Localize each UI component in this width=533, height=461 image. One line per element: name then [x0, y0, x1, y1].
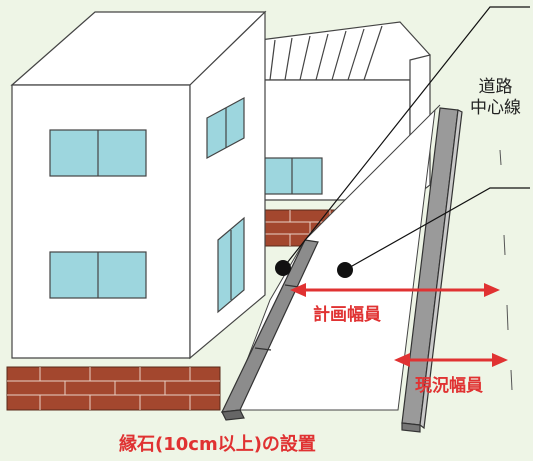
callout-dot-road [337, 262, 353, 278]
planned-width-label: 計画幅員 [313, 305, 381, 325]
front-house [10, 10, 267, 360]
planned-width-arrow [290, 283, 500, 297]
callout-dot-curb [275, 260, 291, 276]
road-edge-strip [401, 107, 463, 433]
curb-caption: 縁石(10cm以上)の設置 [119, 434, 316, 455]
curb-stone [220, 239, 319, 421]
center-line-label: 道路 中心線 [470, 77, 521, 119]
road-surface [227, 104, 441, 411]
front-brick-wall [6, 366, 221, 411]
center-line-label-1: 道路 [478, 77, 513, 97]
center-line-marks [499, 149, 513, 391]
center-line-label-2: 中心線 [470, 98, 521, 118]
current-width-label: 現況幅員 [415, 376, 483, 396]
callouts [282, 6, 530, 271]
current-width-arrow [394, 353, 508, 367]
